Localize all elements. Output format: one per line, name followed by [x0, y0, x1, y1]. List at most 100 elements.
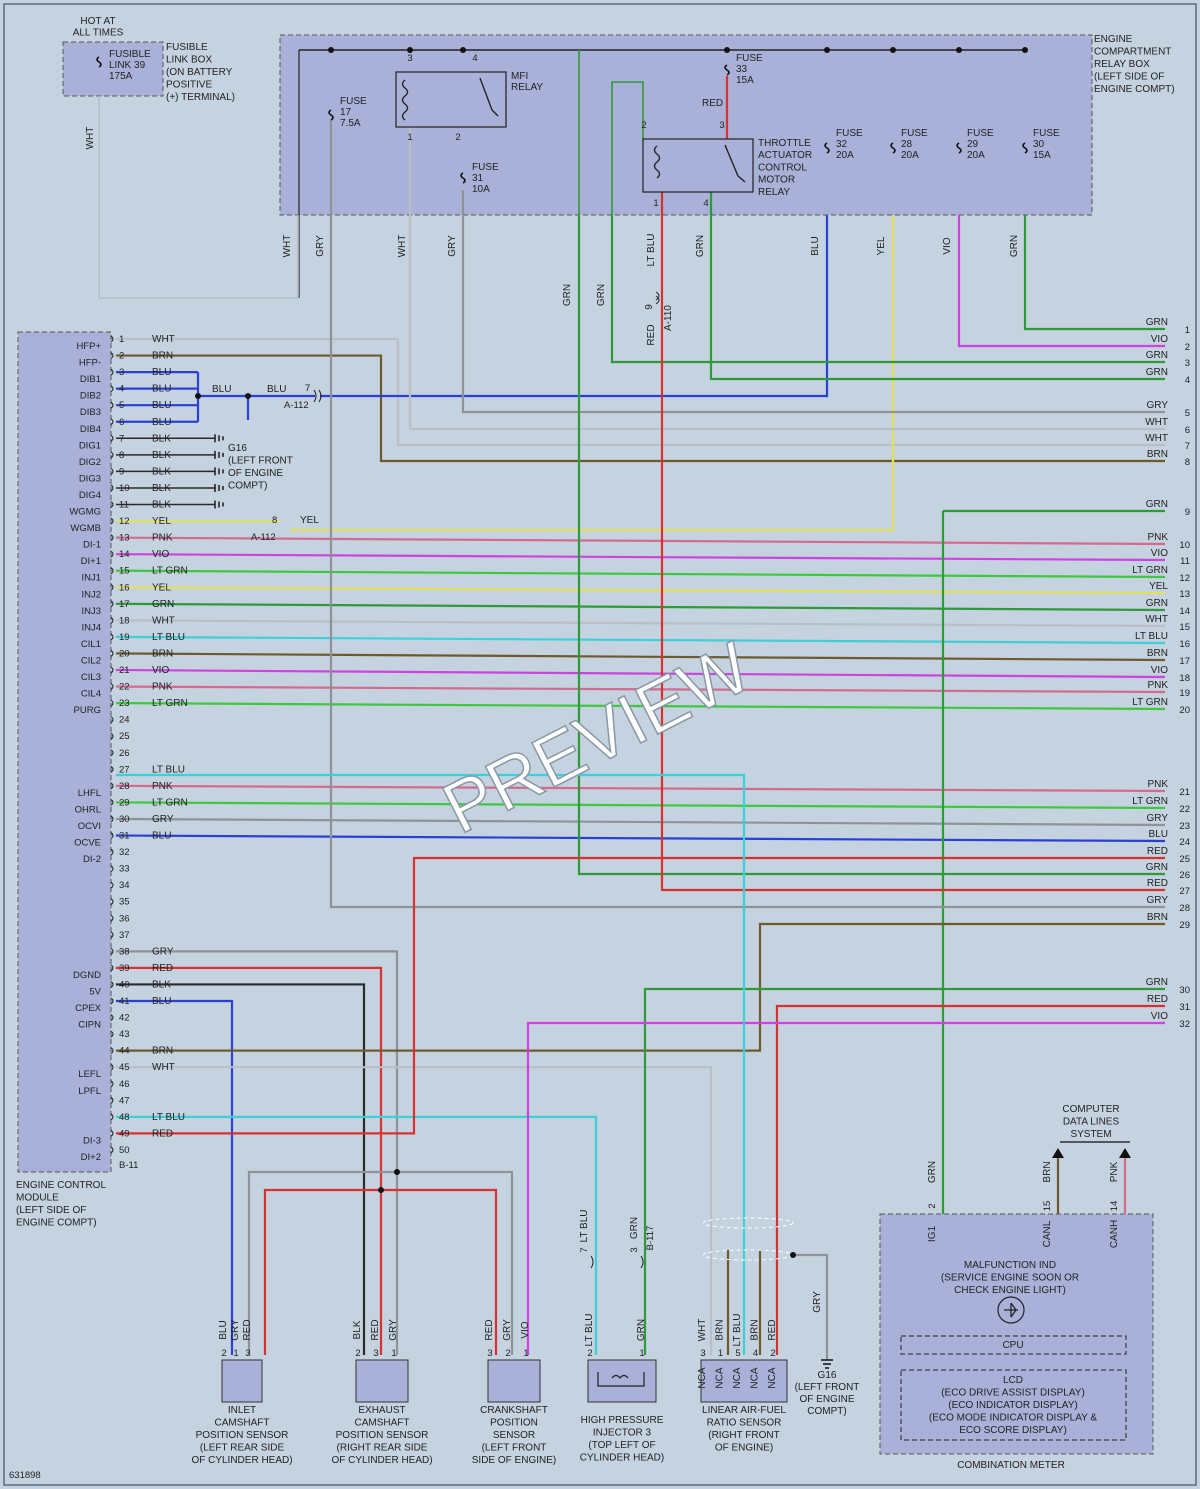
fuse-label: 10A	[472, 184, 490, 195]
ecm-pin-number: 3	[119, 367, 124, 378]
wire-gry	[247, 1170, 397, 1355]
meter-pin-number: 2	[927, 1203, 938, 1208]
ecm-connector-id: B-11	[119, 1160, 138, 1171]
component-symbols	[96, 47, 1131, 1441]
bus-splice-dot	[407, 47, 413, 53]
bus-splice-dot	[1022, 47, 1028, 53]
ecm-pin-name: DIB2	[80, 391, 101, 402]
ground-g16-label: (LEFT FRONT	[228, 456, 293, 467]
ecm-pin-number: 4	[119, 384, 124, 395]
sensor-wire-color: RED	[370, 1319, 381, 1340]
fusible-link-box-label: LINK BOX	[166, 55, 212, 66]
sensor-label: OF CYLINDER HEAD)	[331, 1455, 432, 1466]
connector-pin	[110, 732, 114, 740]
connector-pin	[110, 418, 114, 426]
ecm-pin-number: 1	[119, 334, 124, 345]
sensor-wire-color: LT BLU	[732, 1314, 743, 1347]
ecm-wire-color: BLU	[152, 831, 171, 842]
sensor-label: CYLINDER HEAD)	[580, 1453, 664, 1464]
right-connector-wire-color: GRN	[1146, 367, 1168, 378]
right-connector-wire-color: PNK	[1147, 779, 1168, 790]
sensor-label: POSITION	[490, 1418, 538, 1429]
connector-pin	[110, 1047, 114, 1055]
right-connector-pin-number: 12	[1179, 573, 1190, 584]
ecm-pin-name: INJ2	[81, 589, 101, 600]
ecm-pin-number: 2	[119, 351, 124, 362]
relay-pin-number: 1	[407, 132, 412, 143]
right-connector-wire-color: BLU	[1149, 829, 1168, 840]
sensor-pin-name: NCA	[697, 1367, 708, 1388]
sensor-label: (LEFT FRONT	[482, 1443, 547, 1454]
connector-pin	[110, 914, 114, 922]
fuse-30	[1022, 142, 1028, 154]
sensor-label: CRANKSHAFT	[480, 1405, 548, 1416]
relay-pin-number: 3	[719, 120, 724, 131]
ecm-wire-color: YEL	[152, 516, 171, 527]
ecm-wire-color: PNK	[152, 533, 173, 544]
fusible-link-label: FUSIBLE	[109, 49, 151, 60]
ecm-pin-number: 19	[119, 632, 130, 643]
fuse-label: 17	[340, 107, 352, 118]
right-connector-pin-number: 30	[1179, 985, 1190, 996]
sensor-wire-color: LT BLU	[584, 1314, 595, 1347]
sensor-wire-color: BRN	[750, 1319, 761, 1340]
ecm-pin-number: 7	[119, 433, 124, 444]
figure-id: 631898	[9, 1470, 41, 1481]
computer-data-lines-label: COMPUTER	[1062, 1104, 1119, 1115]
connector-pin	[110, 550, 114, 558]
sensor-label: SENSOR	[493, 1430, 535, 1441]
meter-wire-color: BRN	[1042, 1161, 1053, 1182]
ecm-pin-name: DIG4	[79, 490, 101, 501]
connector-id: A-112	[284, 400, 309, 411]
ecm-pin-number: 31	[119, 831, 130, 842]
connector-pin	[110, 799, 114, 806]
right-connector-pin-number: 17	[1179, 656, 1190, 667]
connector-pin	[110, 964, 114, 972]
right-connector-pin-number: 28	[1179, 903, 1190, 914]
connector-pin	[110, 881, 114, 889]
wire-color-label: VIO	[942, 237, 953, 254]
sensor-pin-number: 2	[587, 1348, 592, 1359]
ecm-wire-color: LT BLU	[152, 764, 185, 775]
ecm-pin-name: INJ4	[81, 622, 101, 633]
connector-pin	[110, 832, 114, 839]
ecm-pin-name: DIB3	[80, 407, 101, 418]
ecm-pin-name: PURG	[74, 705, 101, 716]
ecm-wire-color: GRY	[152, 814, 174, 825]
ecm-pin-number: 5	[119, 400, 124, 411]
ecm-pin-name: DIG2	[79, 457, 101, 468]
sensor-label: OF CYLINDER HEAD)	[191, 1455, 292, 1466]
ecm-wire-color: GRY	[152, 946, 174, 957]
right-connector-pin-number: 10	[1179, 540, 1190, 551]
right-connector-pin-number: 2	[1185, 342, 1190, 353]
sensor-pin-name: NCA	[732, 1367, 743, 1388]
ecm-pin-name: 5V	[89, 986, 101, 997]
connector-pin	[110, 699, 114, 707]
sensor-label: POSITION SENSOR	[196, 1430, 289, 1441]
right-connector-pin-number: 1	[1185, 325, 1190, 336]
wire-color-label: BLU	[267, 384, 286, 395]
mfi-relay-switch	[479, 77, 499, 117]
ecm-wire-color: VIO	[152, 549, 169, 560]
right-connector-pin-number: 21	[1179, 787, 1190, 798]
right-connector-pin-number: 6	[1185, 425, 1190, 436]
sensor-pin-number: 3	[373, 1348, 378, 1359]
ecm-pin-number: 9	[119, 466, 124, 477]
ecm-pin-name: DI-3	[83, 1135, 101, 1146]
fuse-label: FUSE	[901, 128, 928, 139]
right-connector-pin-number: 16	[1179, 639, 1190, 650]
sensor-label: SIDE OF ENGINE)	[472, 1455, 556, 1466]
ecm-wire-color: LT BLU	[152, 1112, 185, 1123]
meter-wire-color: GRN	[927, 1161, 938, 1183]
sensor-label: LINEAR AIR-FUEL	[702, 1405, 786, 1416]
connector-pin	[110, 600, 114, 608]
connector-pin	[110, 401, 114, 409]
ecm-pin-number: 43	[119, 1029, 130, 1040]
cpu-label: CPU	[1002, 1340, 1023, 1351]
wire-color-label: BLU	[810, 236, 821, 255]
ecm-label: MODULE	[16, 1193, 59, 1204]
ecm-wire-color: BLK	[152, 450, 171, 461]
ecm-pin-name: DIB4	[80, 424, 101, 435]
ecm-wire-color: RED	[152, 1128, 173, 1139]
right-connector-wire-color: BRN	[1147, 648, 1168, 659]
